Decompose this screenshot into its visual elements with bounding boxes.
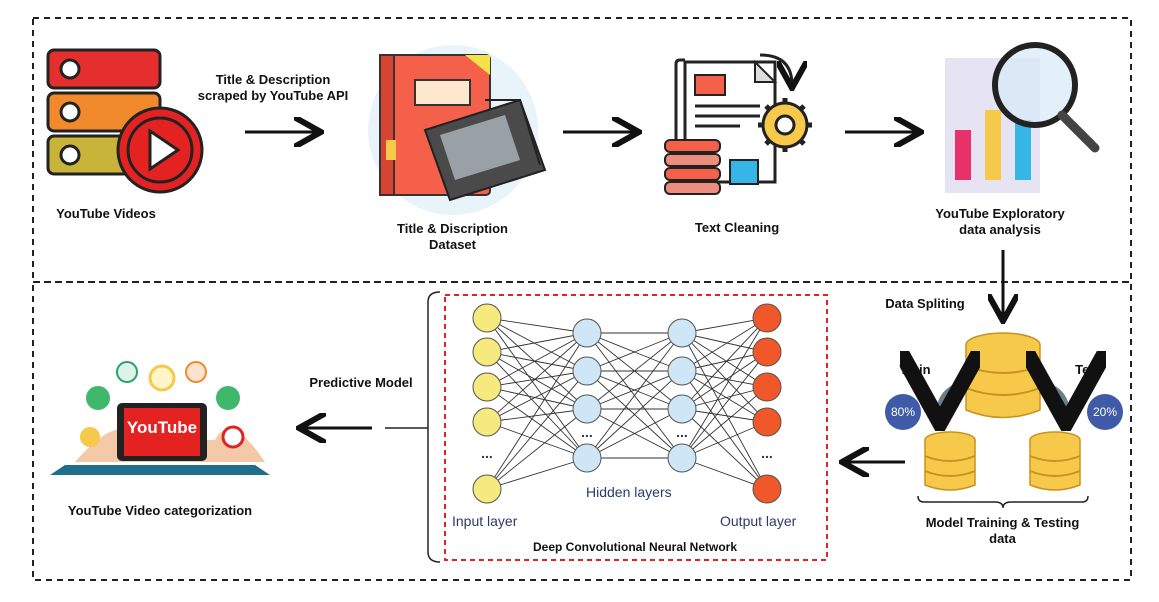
network-edge: [586, 332, 683, 459]
network-edge: [486, 370, 588, 423]
dataset-book-icon: [368, 45, 547, 215]
network-edge: [486, 332, 588, 423]
network-edge: [681, 332, 768, 423]
network-edge: [486, 386, 588, 410]
output-node: [752, 337, 782, 367]
label-model-training: Model Training & Testing data: [925, 515, 1080, 546]
network-edge: [681, 386, 768, 410]
label-text-cleaning: Text Cleaning: [694, 220, 780, 235]
network-edge: [586, 408, 683, 459]
input-node: [472, 303, 502, 333]
label-test-pct: 20%: [1092, 405, 1118, 419]
network-edge: [681, 317, 768, 410]
network-edge: [586, 370, 683, 459]
server-video-icon: [46, 48, 204, 194]
network-ellipsis: ...: [761, 445, 773, 461]
hidden-node: [667, 356, 697, 386]
network-edge: [486, 370, 588, 490]
bottom-frame: [32, 281, 1132, 581]
youtube-logo: YouTube: [126, 418, 198, 437]
network-edge: [681, 370, 768, 490]
network-edge: [486, 370, 588, 388]
network-edge: [681, 421, 768, 459]
input-node: [472, 474, 502, 504]
hidden-node: [667, 443, 697, 473]
eda-chart-icon: [945, 42, 1100, 193]
network-ellipsis: ...: [581, 424, 593, 440]
database-split-icon: [885, 332, 1123, 509]
test-badge: [1087, 394, 1123, 430]
network-edge: [681, 332, 768, 490]
network-edge: [486, 457, 588, 490]
input-node: [472, 372, 502, 402]
network-edge: [681, 317, 768, 372]
network-edge: [486, 317, 588, 334]
categorization-illustration: [50, 361, 270, 475]
network-edge: [586, 370, 683, 410]
label-output-layer: Output layer: [720, 513, 797, 529]
network-ellipsis: ...: [481, 445, 493, 461]
label-train-pct: 80%: [890, 405, 916, 419]
label-scrape-source: Title & Description scraped by YouTube A…: [197, 72, 349, 103]
input-node: [472, 337, 502, 367]
network-box: [444, 294, 828, 561]
output-node: [752, 303, 782, 333]
hidden-node: [572, 443, 602, 473]
text-cleaning-icon: [664, 53, 812, 195]
network-edge: [681, 317, 768, 459]
network-edge: [681, 457, 768, 490]
network-edge: [486, 386, 588, 459]
network-nodes: ............: [472, 303, 782, 504]
network-edge: [486, 408, 588, 490]
hidden-node: [667, 394, 697, 424]
output-node: [752, 474, 782, 504]
network-edge: [486, 332, 588, 353]
label-input-layer: Input layer: [452, 513, 518, 529]
hidden-node: [667, 318, 697, 348]
input-node: [472, 407, 502, 437]
network-edge: [681, 351, 768, 459]
network-edge: [681, 332, 768, 353]
network-edge: [486, 332, 588, 388]
label-train: Train: [899, 362, 931, 377]
network-edge: [486, 351, 588, 372]
network-edge: [681, 408, 768, 490]
network-edge: [486, 351, 588, 459]
network-edge: [681, 351, 768, 372]
label-youtube-videos: YouTube Videos: [56, 206, 156, 221]
network-edge: [586, 332, 683, 372]
hidden-node: [572, 394, 602, 424]
label-categorization: YouTube Video categorization: [67, 503, 253, 518]
network-edge: [486, 421, 588, 459]
network-edge: [486, 332, 588, 490]
output-node: [752, 372, 782, 402]
network-connections: [486, 317, 768, 490]
network-ellipsis: ...: [676, 424, 688, 440]
label-eda: YouTube Exploratory data analysis: [935, 206, 1065, 237]
network-bracket: [427, 291, 441, 563]
label-test: Test: [1075, 362, 1101, 377]
network-edge: [486, 317, 588, 410]
output-node: [752, 407, 782, 437]
network-edge: [486, 351, 588, 410]
network-edge: [486, 317, 588, 372]
network-edge: [486, 408, 588, 423]
label-hidden-layers: Hidden layers: [586, 484, 672, 500]
network-edge: [486, 317, 588, 459]
label-dataset: Title & Discription Dataset: [397, 221, 508, 252]
label-data-splitting: Data Spliting: [885, 296, 965, 311]
hidden-node: [572, 356, 602, 386]
label-predictive-model: Predictive Model: [309, 375, 413, 390]
train-badge: [885, 394, 921, 430]
network-edge: [681, 332, 768, 388]
network-edge: [586, 332, 683, 410]
hidden-node: [572, 318, 602, 348]
network-edge: [681, 386, 768, 459]
network-edge: [681, 351, 768, 410]
network-edge: [681, 370, 768, 423]
label-network-title: Deep Convolutional Neural Network: [532, 540, 738, 554]
